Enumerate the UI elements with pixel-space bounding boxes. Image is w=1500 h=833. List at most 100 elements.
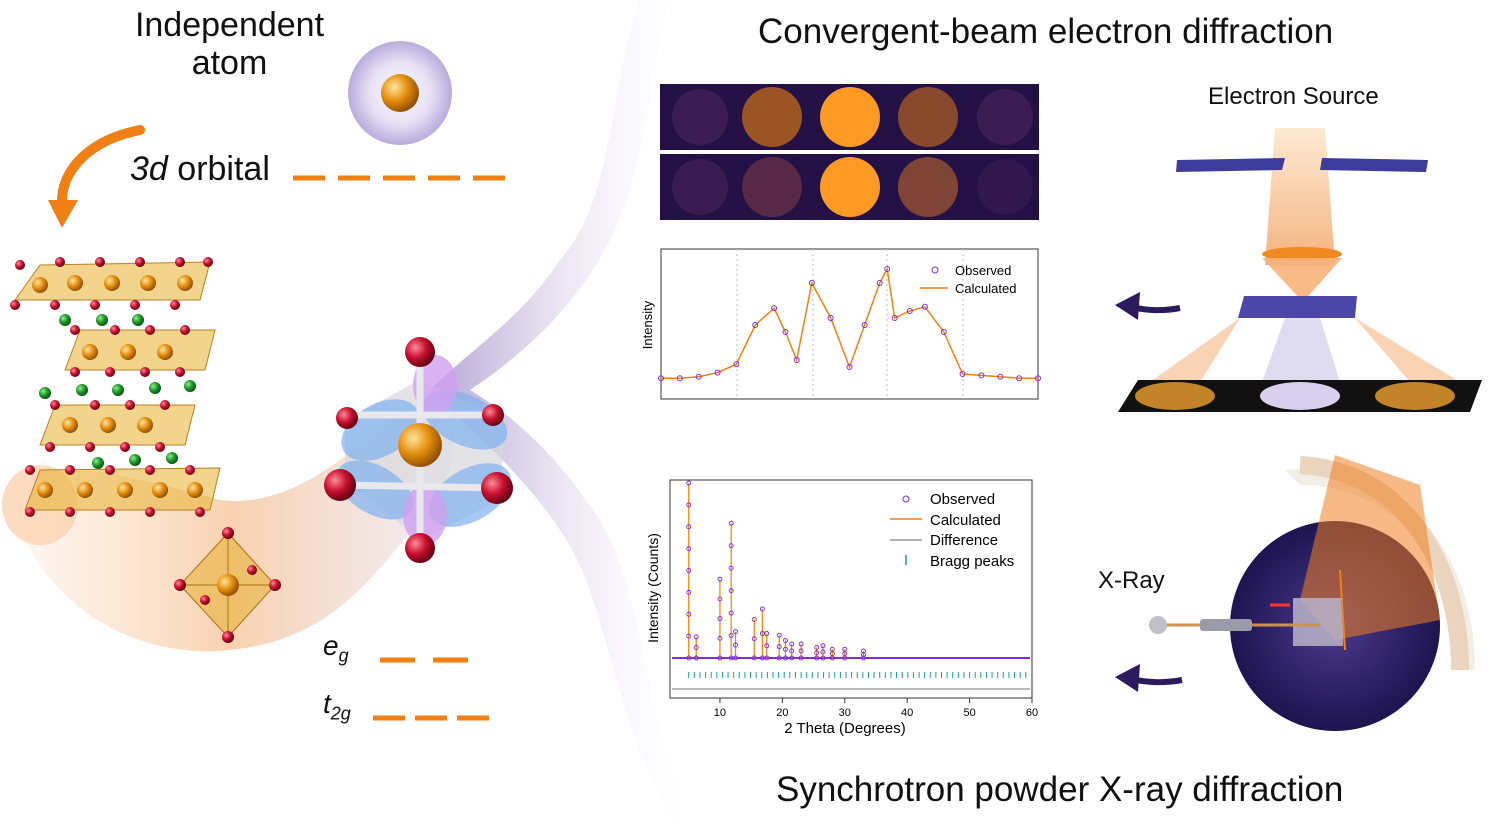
eg-label-main: e — [323, 630, 339, 661]
observed-point — [733, 655, 738, 661]
curved-arrow-icon — [48, 200, 78, 228]
eg-label: eg — [323, 630, 349, 667]
xrd-xlabel: 2 Theta (Degrees) — [784, 720, 905, 737]
observed-point — [717, 596, 723, 602]
observed-point — [728, 610, 734, 616]
observed-point — [733, 361, 740, 368]
synchrotron-illustration — [1149, 455, 1475, 731]
observed-point — [798, 641, 804, 647]
observed-point — [771, 305, 778, 312]
xrd-powder-plot: Intensity (Counts) 2 Theta (Degrees) 10 2… — [645, 479, 1038, 737]
x-tick-label: 60 — [1026, 707, 1038, 719]
observed-point — [814, 650, 820, 656]
observed-point — [906, 308, 913, 314]
t2g-label-sub: 2g — [330, 703, 351, 724]
observed-point — [728, 588, 734, 594]
xrd-ylabel: Intensity (Counts) — [645, 533, 661, 643]
observed-point — [686, 480, 692, 486]
observed-point — [1035, 375, 1041, 382]
observed-point — [829, 646, 835, 652]
observed-point — [808, 280, 815, 286]
legend-observed: Observed — [930, 491, 995, 508]
observed-point — [776, 644, 782, 650]
observed-point — [861, 648, 866, 654]
observed-point — [789, 655, 795, 661]
observed-point — [759, 606, 765, 612]
observed-point — [693, 655, 699, 661]
observed-point — [686, 568, 692, 573]
legend-bragg: Bragg peaks — [930, 553, 1014, 570]
electron-source-label: Electron Source — [1208, 83, 1379, 110]
observed-point — [728, 520, 734, 526]
observed-point — [814, 645, 820, 650]
observed-point — [789, 648, 795, 654]
xray-label: X-Ray — [1098, 567, 1165, 594]
legend-observed-marker — [902, 495, 910, 503]
d-orbital-model — [324, 337, 513, 563]
cbed-pattern-strip — [660, 84, 1039, 220]
observed-point — [940, 329, 947, 335]
observed-point — [959, 371, 966, 377]
observed-point — [891, 315, 898, 321]
cbed-intensity-plot: Intensity Observed Calculated — [640, 248, 1041, 400]
observed-point — [884, 266, 891, 272]
observed-point — [717, 576, 723, 582]
observed-point — [686, 611, 692, 617]
legend-calculated: Calculated — [930, 512, 1001, 529]
observed-point — [876, 280, 883, 286]
x-tick-label: 20 — [776, 707, 788, 719]
observed-point — [728, 565, 734, 571]
observed-point — [793, 357, 800, 363]
observed-point — [789, 641, 795, 647]
observed-point — [978, 372, 985, 379]
arrow-left-icon — [1115, 664, 1183, 692]
observed-point — [798, 648, 804, 654]
observed-point — [861, 652, 866, 657]
observed-point — [783, 655, 788, 661]
plot-frame — [660, 248, 1039, 400]
electron-microscope-illustration — [1118, 128, 1482, 412]
observed-point — [783, 646, 788, 652]
observed-point — [997, 373, 1004, 380]
independent-atom-label: Independent atom — [122, 6, 337, 82]
observed-point — [686, 633, 692, 639]
x-tick-label: 10 — [714, 707, 726, 719]
observed-point — [733, 642, 738, 648]
observed-point — [752, 322, 759, 328]
observed-point — [717, 635, 723, 641]
observed-point — [751, 617, 757, 622]
x-tick-label: 50 — [963, 707, 975, 719]
xrd-title: Synchrotron powder X-ray diffraction — [776, 770, 1344, 809]
x-tick-label: 30 — [839, 707, 851, 719]
observed-point — [846, 364, 853, 370]
octahedron — [174, 527, 281, 643]
observed-point — [764, 655, 770, 661]
legend-observed: Observed — [955, 263, 1011, 278]
t2g-label: t2g — [323, 688, 351, 725]
observed-point — [717, 655, 723, 661]
legend-calculated: Calculated — [955, 281, 1016, 296]
cbed-title: Convergent-beam electron diffraction — [758, 12, 1334, 51]
observed-point — [686, 502, 692, 508]
observed-point — [695, 373, 702, 380]
t2g-label-main: t — [323, 688, 331, 719]
observed-point — [751, 636, 757, 642]
observed-point — [861, 655, 866, 661]
observed-point — [776, 632, 782, 638]
observed-point — [693, 645, 699, 650]
orbital-label-italic: 3d — [130, 150, 168, 188]
cbed-ylabel: Intensity — [640, 300, 655, 349]
observed-point — [693, 634, 699, 640]
observed-point — [717, 616, 723, 622]
observed-point — [861, 322, 868, 328]
observed-point — [1016, 375, 1023, 382]
observed-point — [827, 315, 834, 321]
observed-point — [776, 655, 782, 661]
observed-point — [921, 303, 928, 310]
observed-point — [783, 638, 788, 643]
observed-point — [820, 643, 826, 649]
observed-point — [764, 643, 770, 649]
observed-point — [733, 629, 738, 635]
observed-point — [686, 655, 692, 661]
